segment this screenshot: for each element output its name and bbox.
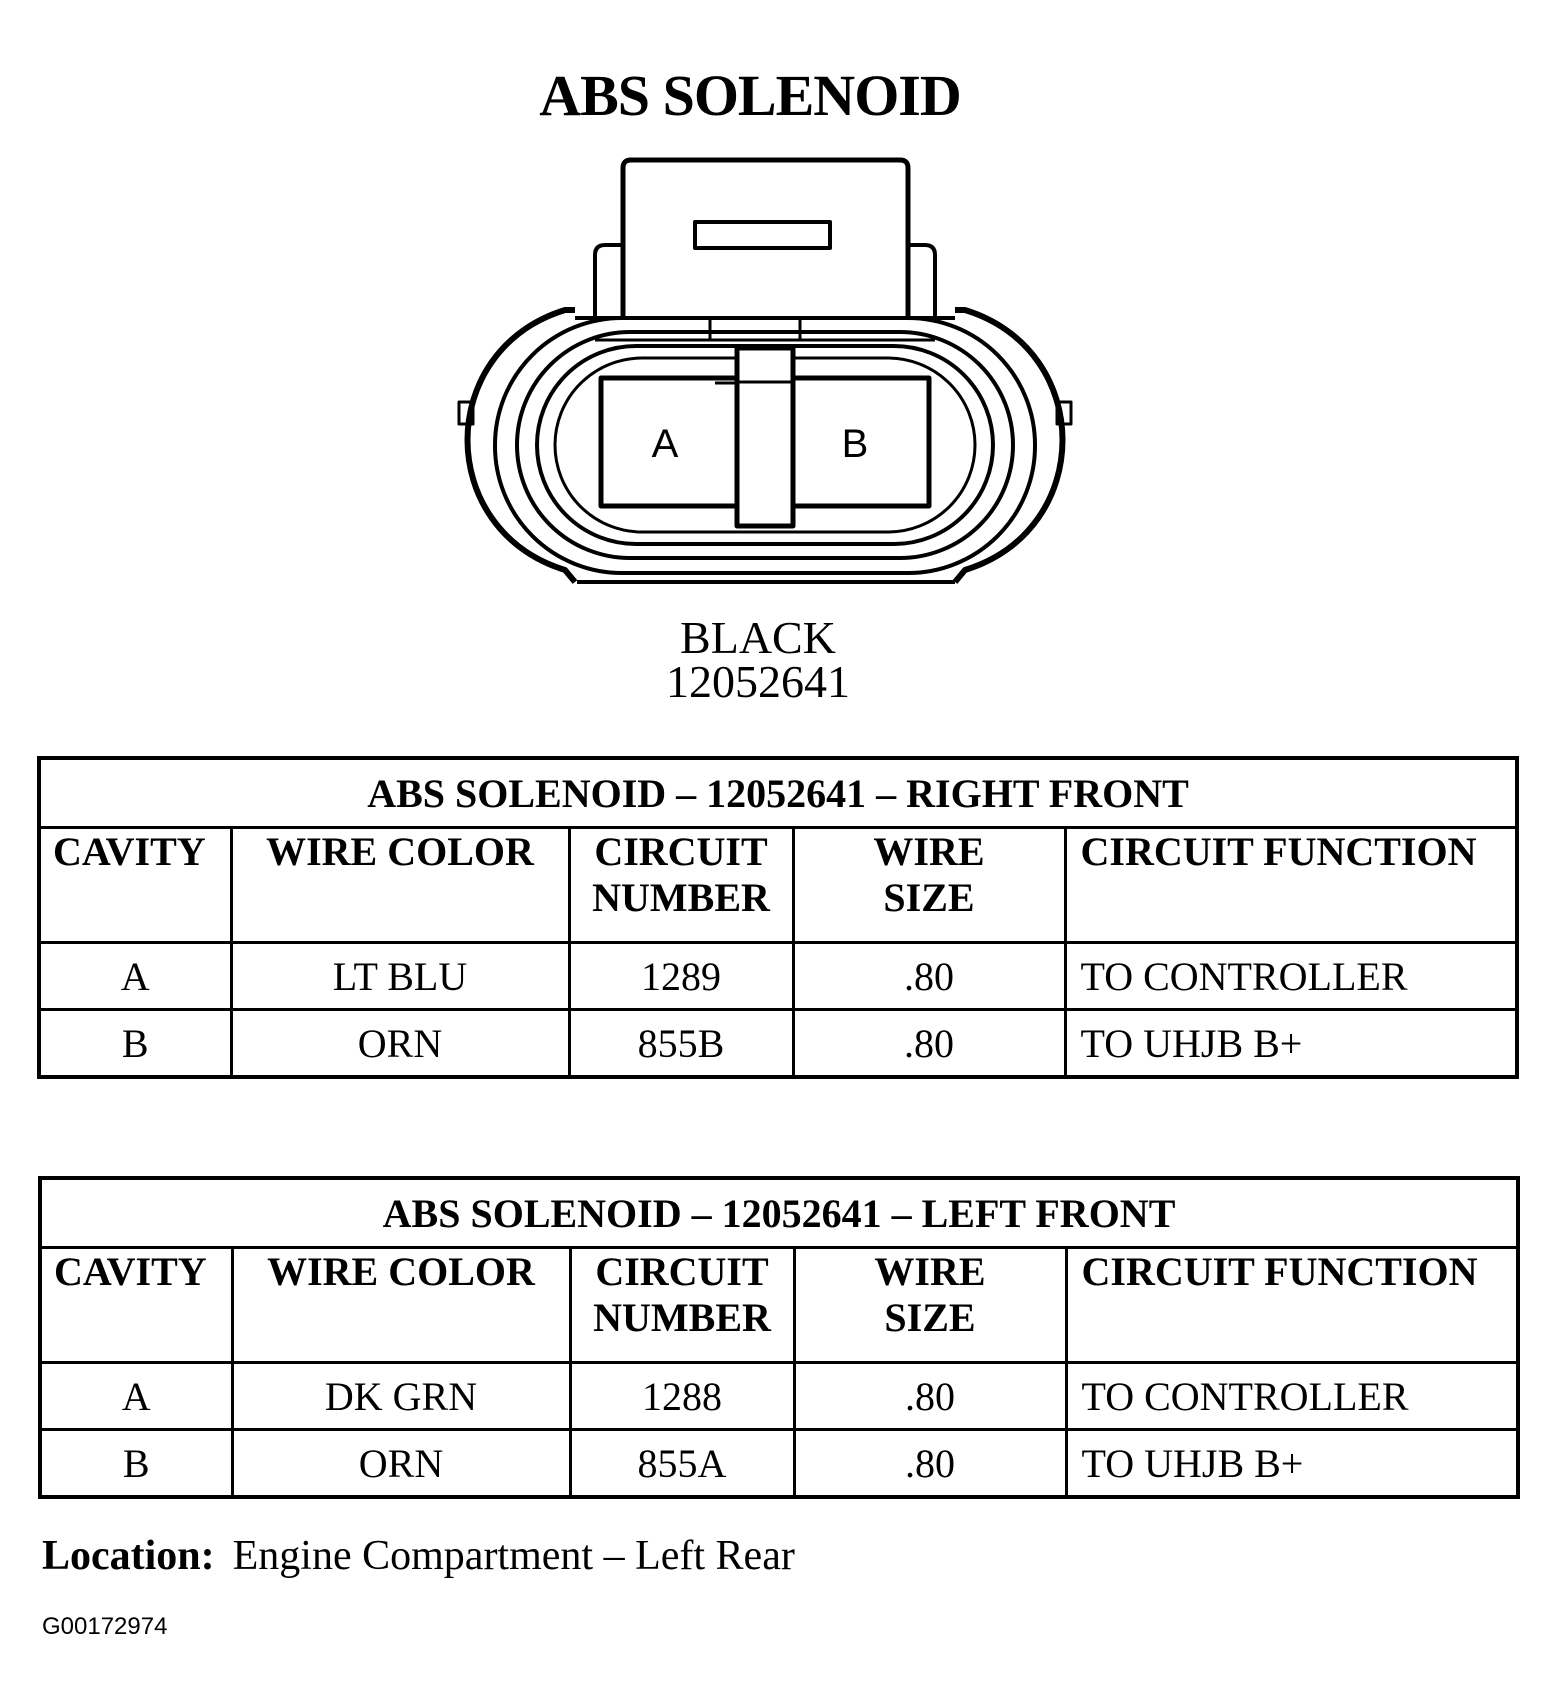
header-cavity: CAVITY <box>37 826 233 944</box>
location-value: Engine Compartment – Left Rear <box>232 1533 795 1579</box>
cell-cavity: A <box>37 941 233 1011</box>
cavity-label-b: B <box>842 422 869 466</box>
cell-circuit-number: 855A <box>568 1428 796 1499</box>
cavity-label-a: A <box>652 422 679 466</box>
header-wire-size-line1: WIRE <box>874 1249 986 1294</box>
connector-diagram: A B <box>457 157 1073 584</box>
pinout-table-right-front: ABS SOLENOID – 12052641 – RIGHT FRONT CA… <box>37 756 1519 1079</box>
header-circuit-number-line1: CIRCUIT <box>595 1249 769 1294</box>
header-circuit-function: CIRCUIT FUNCTION <box>1063 826 1519 944</box>
cell-wire-color: LT BLU <box>229 941 571 1011</box>
cell-wire-size: .80 <box>791 1008 1067 1079</box>
cell-circuit-number: 1288 <box>568 1361 796 1431</box>
table-row: A LT BLU 1289 .80 TO CONTROLLER <box>37 941 1519 1011</box>
table-row: A DK GRN 1288 .80 TO CONTROLLER <box>38 1361 1520 1431</box>
connector-seal-ring-2 <box>515 330 1015 560</box>
cell-cavity: A <box>38 1361 234 1431</box>
cell-circuit-number: 855B <box>567 1008 795 1079</box>
cell-wire-size: .80 <box>792 1361 1068 1431</box>
header-circuit-number-line2: NUMBER <box>593 1295 771 1340</box>
connector-lock-slot <box>693 220 832 250</box>
header-wire-color: WIRE COLOR <box>229 826 571 944</box>
cell-cavity: B <box>37 1008 233 1079</box>
header-wire-color: WIRE COLOR <box>230 1246 572 1364</box>
connector-body-outline <box>464 307 1066 584</box>
connector-color: BLACK <box>680 612 836 663</box>
diagram-title: ABS SOLENOID <box>539 63 962 128</box>
header-wire-size-line2: SIZE <box>884 1295 976 1340</box>
figure-id: G00172974 <box>42 1613 168 1640</box>
table-title: ABS SOLENOID – 12052641 – LEFT FRONT <box>38 1176 1520 1249</box>
cell-circuit-function: TO UHJB B+ <box>1064 1428 1520 1499</box>
header-circuit-number-line2: NUMBER <box>592 875 770 920</box>
connector-key <box>734 345 796 529</box>
cell-circuit-function: TO UHJB B+ <box>1063 1008 1519 1079</box>
header-circuit-function: CIRCUIT FUNCTION <box>1064 1246 1520 1364</box>
location-label: Location: <box>42 1533 215 1579</box>
header-cavity: CAVITY <box>38 1246 234 1364</box>
pinout-table-left-front: ABS SOLENOID – 12052641 – LEFT FRONT CAV… <box>38 1176 1521 1499</box>
cell-cavity: B <box>38 1428 234 1499</box>
cell-circuit-number: 1289 <box>567 941 795 1011</box>
cell-wire-size: .80 <box>792 1428 1068 1499</box>
header-wire-size-line1: WIRE <box>873 829 985 874</box>
cell-wire-color: ORN <box>230 1428 572 1499</box>
table-title: ABS SOLENOID – 12052641 – RIGHT FRONT <box>37 756 1519 829</box>
connector-lock-tab <box>620 157 911 318</box>
connector-seal-ring-outer <box>493 316 1037 575</box>
location-note: Location: Engine Compartment – Left Rear <box>42 1532 795 1580</box>
cell-circuit-function: TO CONTROLLER <box>1064 1361 1520 1431</box>
table-row: B ORN 855A .80 TO UHJB B+ <box>38 1428 1520 1499</box>
connector-part-number: 12052641 <box>666 656 850 707</box>
cell-wire-color: ORN <box>229 1008 571 1079</box>
cell-wire-color: DK GRN <box>230 1361 572 1431</box>
header-wire-size-line2: SIZE <box>883 875 975 920</box>
cell-circuit-function: TO CONTROLLER <box>1063 941 1519 1011</box>
cell-wire-size: .80 <box>791 941 1067 1011</box>
header-circuit-number-line1: CIRCUIT <box>594 829 768 874</box>
table-row: B ORN 855B .80 TO UHJB B+ <box>37 1008 1519 1079</box>
